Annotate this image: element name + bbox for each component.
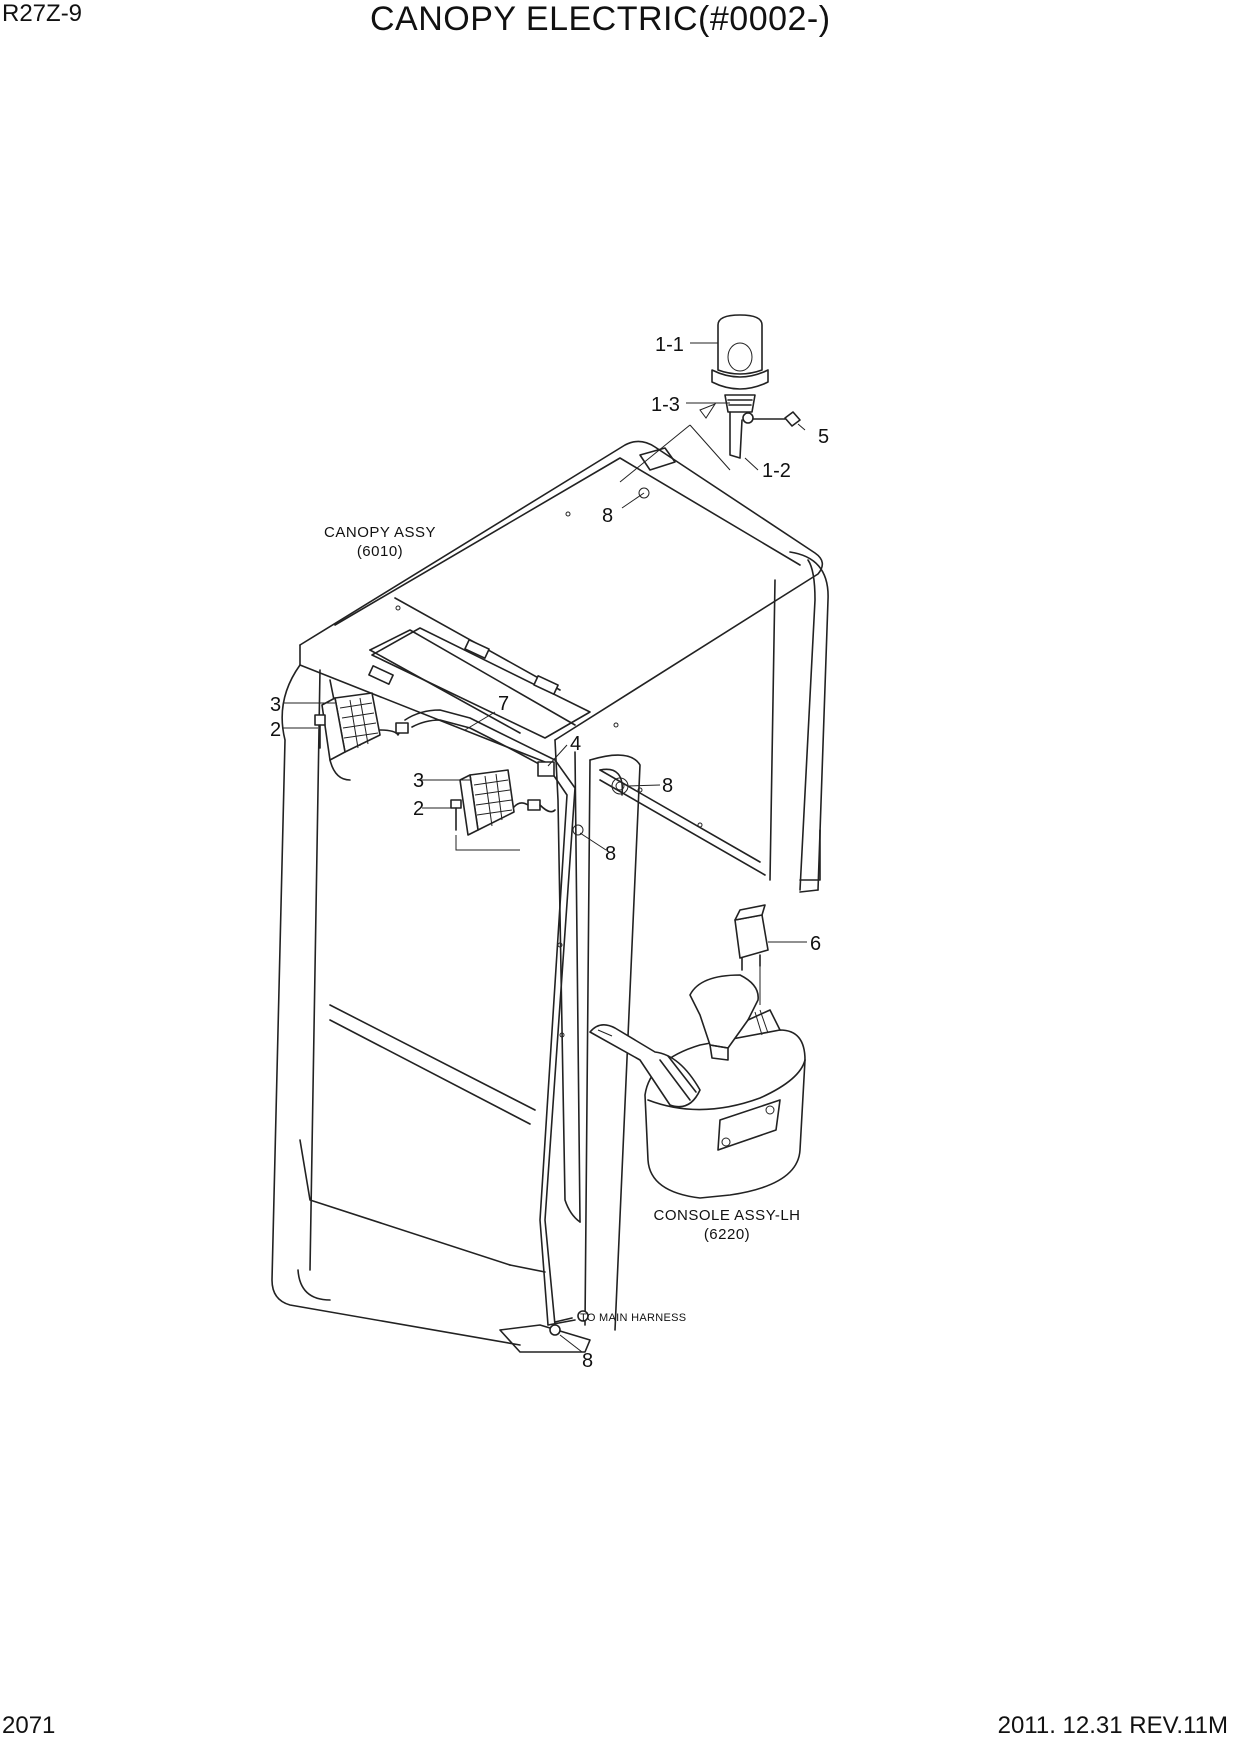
roof-tab <box>464 639 490 659</box>
callout-3-left: 3 <box>270 694 281 716</box>
callout-labels: 1-1 1-3 5 1-2 8 3 2 7 4 3 2 8 8 6 8 <box>270 334 829 1372</box>
page-number: 2071 <box>2 1712 56 1739</box>
console-assy-label: CONSOLE ASSY-LH <box>653 1207 800 1224</box>
main-harness-note: TO MAIN HARNESS <box>580 1312 686 1324</box>
canopy-assy-label: CANOPY ASSY <box>324 524 436 541</box>
callout-8-top: 8 <box>602 505 613 527</box>
callout-8-mid: 8 <box>662 775 673 797</box>
callout-4: 4 <box>570 733 581 755</box>
page-title: CANOPY ELECTRIC(#0002-) <box>370 0 831 38</box>
harness-clip <box>537 761 555 777</box>
callout-3-center: 3 <box>413 770 424 792</box>
grommet <box>572 824 584 836</box>
callout-8-bottom: 8 <box>582 1350 593 1372</box>
rotating-beacon <box>619 314 801 483</box>
grommet <box>549 1324 561 1336</box>
callout-2-center: 2 <box>413 798 424 820</box>
roof-tab <box>368 665 394 685</box>
lamp-connector <box>527 799 541 811</box>
callout-7: 7 <box>498 693 509 715</box>
callout-6: 6 <box>810 933 821 955</box>
console-assy-ref: (6220) <box>704 1226 750 1243</box>
leader-lines <box>283 342 807 1353</box>
assembly-labels: CANOPY ASSY (6010) CONSOLE ASSY-LH (6220… <box>324 524 800 1324</box>
callout-1-2: 1-2 <box>762 460 791 482</box>
bolt-icon <box>450 799 462 809</box>
work-lamp-center <box>450 769 556 851</box>
work-lamp-left <box>314 692 409 781</box>
console-assembly <box>589 904 806 1199</box>
callout-8-post: 8 <box>605 843 616 865</box>
rear-hoop <box>599 551 829 893</box>
front-left-post <box>271 664 546 1346</box>
harness-connector <box>577 1310 589 1322</box>
front-right-post <box>499 739 641 1353</box>
canopy-roof <box>299 440 824 763</box>
callout-5: 5 <box>818 426 829 448</box>
roof-tab <box>533 675 559 695</box>
callout-1-1: 1-1 <box>655 334 684 356</box>
bolt-icon <box>314 714 326 726</box>
canopy-assy-ref: (6010) <box>357 543 403 560</box>
lamp-connector <box>395 722 409 734</box>
grommet <box>638 487 650 499</box>
revision-date: 2011. 12.31 REV.11M <box>997 1712 1228 1739</box>
mount-bolt <box>742 412 754 424</box>
callout-2-left: 2 <box>270 719 281 741</box>
callout-1-3: 1-3 <box>651 394 680 416</box>
rocker-switch <box>734 914 769 959</box>
model-code: R27Z-9 <box>2 0 83 27</box>
